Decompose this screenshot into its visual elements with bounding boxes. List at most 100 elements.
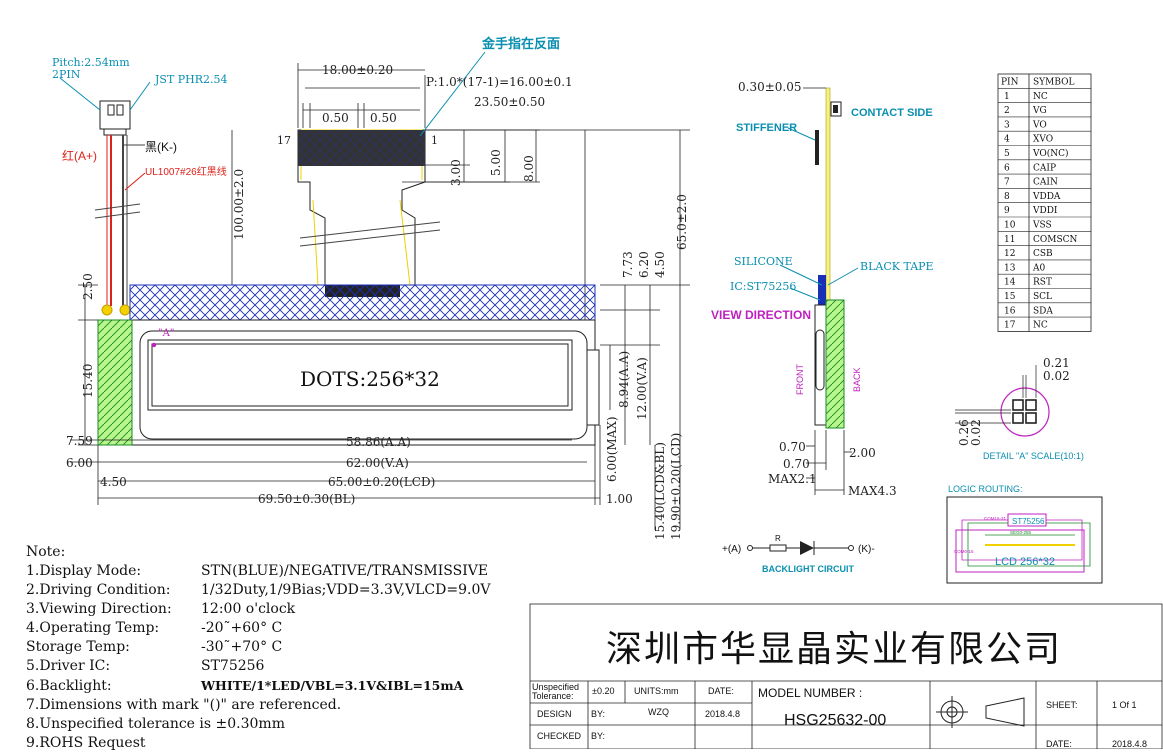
dim-050a: 0.50 — [322, 111, 349, 125]
pin-symbol: SCL — [1033, 292, 1052, 302]
pin-symbol: COMSCN — [1033, 235, 1078, 245]
pin-symbol: CAIP — [1033, 163, 1056, 173]
title-block-frame — [529, 603, 1163, 749]
view-direction-label: VIEW DIRECTION — [711, 308, 811, 322]
pins-label: 2PIN — [52, 68, 81, 81]
pin-number: 6 — [1004, 163, 1010, 173]
pin-table-header-pin: PIN — [1001, 78, 1019, 88]
side-view — [814, 87, 845, 429]
logic-ic-label: ST75256 — [1012, 517, 1045, 526]
pin-symbol: CSB — [1033, 249, 1053, 259]
detail-dim-002a: 0.02 — [1043, 369, 1070, 383]
note-key: 3.Viewing Direction: — [26, 601, 172, 617]
date-label: DATE: — [708, 686, 734, 696]
wires — [94, 135, 141, 316]
designer-name: WZQ — [648, 707, 669, 717]
dim-650-vertical: 65.0±2.0 — [675, 194, 689, 250]
note-value: STN(BLUE)/NEGATIVE/TRANSMISSIVE — [201, 563, 489, 579]
design-date: 2018.4.8 — [705, 709, 741, 719]
pin-symbol: A0 — [1032, 263, 1045, 273]
note-key: 5.Driver IC: — [26, 658, 111, 674]
note-key: 9.ROHS Request — [26, 735, 146, 751]
note-key: Storage Temp: — [26, 639, 130, 655]
pin-number: 17 — [1004, 321, 1016, 331]
pin-number: 16 — [1004, 306, 1016, 316]
dim-500: 5.00 — [489, 149, 503, 176]
design-label: DESIGN — [537, 709, 572, 719]
note-value: -30˜+70° C — [201, 639, 283, 655]
jst-connector — [99, 100, 131, 136]
black-tape-label: BLACK TAPE — [860, 260, 934, 273]
dim-5886: 58.86(A.A) — [346, 435, 411, 449]
pin-symbol: RST — [1033, 278, 1052, 288]
side-dim-200: 2.00 — [849, 446, 876, 460]
detail-label: DETAIL "A" SCALE(10:1) — [983, 451, 1084, 461]
note-key: 2.Driving Condition: — [26, 582, 171, 598]
company-name: 深圳市华显晶实业有限公司 — [606, 629, 1063, 670]
detail-dim-026: 0.26 — [957, 419, 971, 446]
dim-800: 8.00 — [522, 155, 536, 182]
note-value: 1/32Duty,1/9Bias;VDD=3.3V,VLCD=9.0V — [201, 582, 491, 598]
sheet-label: SHEET: — [1046, 700, 1078, 710]
logic-com-label-1: COM16-31 — [984, 516, 1007, 521]
black-wire-label: 黑(K-) — [145, 140, 177, 154]
logic-routing-diagram — [946, 496, 1103, 584]
pin-number: 7 — [1004, 178, 1010, 188]
detail-a — [955, 365, 1050, 437]
model-number-label: MODEL NUMBER : — [758, 686, 863, 700]
pin-number: 13 — [1004, 263, 1016, 273]
dim-450: 4.50 — [100, 475, 127, 489]
stiffener-label: STIFFENER — [736, 122, 797, 134]
fpc-tail — [297, 129, 441, 297]
note-key: 4.Operating Temp: — [26, 620, 160, 636]
units-label: UNITS:mm — [634, 686, 679, 696]
pin17-label: 17 — [277, 134, 291, 147]
pin-symbol: VG — [1032, 106, 1047, 116]
dim-050b: 0.50 — [370, 111, 397, 125]
pin-number: 8 — [1004, 192, 1010, 202]
note-value: WHITE/1*LED/VBL=3.1V&IBL=15mA — [201, 678, 464, 693]
dim-2350: 23.50±0.50 — [474, 95, 545, 109]
dim-100: 100.00±2.0 — [232, 169, 246, 240]
pin-number: 4 — [1004, 135, 1010, 145]
pin-symbol: VO — [1032, 120, 1047, 130]
side-dim-070b: 0.70 — [783, 457, 810, 471]
checked-by-label: BY: — [591, 731, 606, 741]
pin-symbol: NC — [1033, 321, 1048, 331]
note-item: 9.ROHS Request — [26, 734, 490, 753]
side-dim-030: 0.30±0.05 — [738, 80, 802, 94]
notes-block: Note: 1.Display Mode:STN(BLUE)/NEGATIVE/… — [26, 543, 490, 753]
body-dim-lines — [70, 284, 660, 530]
dots-label: DOTS:256*32 — [300, 367, 440, 391]
note-item: 5.Driver IC:ST75256 — [26, 657, 490, 676]
gold-finger-note: 金手指在反面 — [481, 36, 560, 51]
pin-table-header-symbol: SYMBOL — [1033, 78, 1074, 88]
dim-773: 7.73 — [621, 251, 635, 278]
pin-symbol: SDA — [1033, 306, 1053, 316]
dim-450-vertical: 4.50 — [653, 251, 667, 278]
pin-number: 11 — [1004, 235, 1015, 245]
dim-1540: 15.40 — [81, 364, 95, 398]
pitch-label: Pitch:2.54mm — [52, 56, 130, 69]
note-item: 2.Driving Condition: 1/32Duty,1/9Bias;VDD… — [26, 581, 490, 600]
note-item: 8.Unspecified tolerance is ±0.30mm — [26, 715, 490, 734]
unspecified-label: Unspecified Tolerance: — [532, 682, 580, 701]
pin-number: 15 — [1004, 292, 1016, 302]
pin-number: 5 — [1004, 149, 1010, 159]
dim-600max: 6.00(MAX) — [605, 416, 619, 482]
pin-number: 9 — [1004, 206, 1010, 216]
side-max21: MAX2.1 — [768, 472, 817, 486]
dim-18: 18.00±0.20 — [322, 63, 393, 77]
backlight-cathode: (K)- — [858, 544, 875, 555]
note-item: 1.Display Mode:STN(BLUE)/NEGATIVE/TRANSM… — [26, 562, 490, 581]
dim-1990: 19.90±0.20(LCD) — [669, 433, 683, 540]
backlight-circuit — [747, 541, 854, 555]
dim-pitch: P:1.0*(17-1)=16.00±0.1 — [426, 75, 573, 89]
pin-number: 2 — [1004, 106, 1010, 116]
backlight-anode: +(A) — [722, 544, 741, 555]
pin-symbol: VSS — [1032, 221, 1052, 231]
model-number: HSG25632-00 — [784, 712, 887, 729]
connector-label: JST PHR2.54 — [154, 73, 228, 86]
side-dim-070a: 0.70 — [779, 440, 806, 454]
